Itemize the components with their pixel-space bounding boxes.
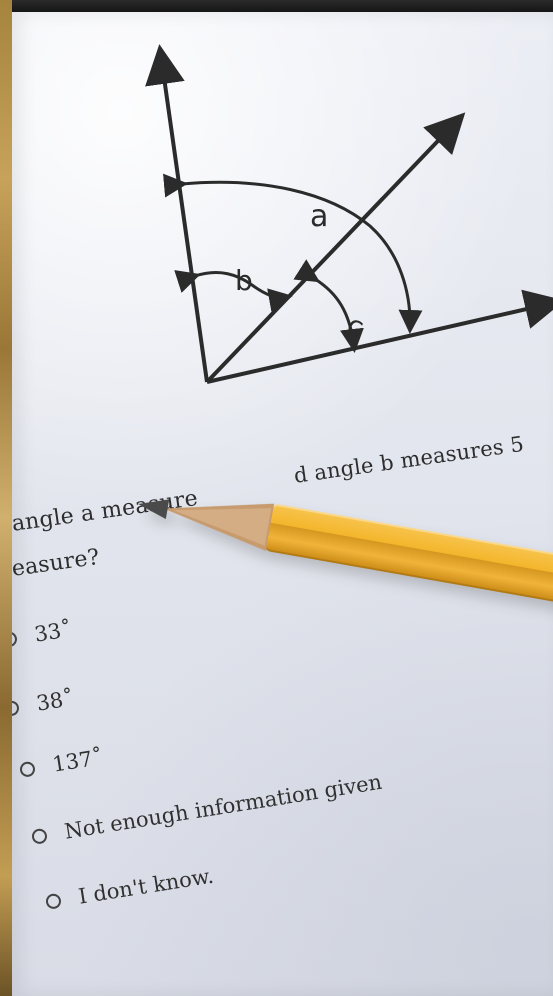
radio-button-icon[interactable] bbox=[44, 892, 62, 910]
angle-a-arc bbox=[163, 173, 423, 334]
radio-button-icon[interactable] bbox=[12, 699, 20, 717]
radio-button-icon[interactable] bbox=[18, 760, 36, 778]
diagonal-ray bbox=[205, 112, 466, 384]
vertical-ray bbox=[145, 44, 209, 383]
radio-button-icon[interactable] bbox=[12, 630, 18, 648]
pencil-lead-tip bbox=[136, 494, 170, 520]
horizontal-ray bbox=[206, 289, 553, 384]
radio-button-icon[interactable] bbox=[30, 827, 48, 845]
angle-a-label: a bbox=[310, 199, 328, 234]
worksheet-paper: a b c angle a measure easure? d angle b … bbox=[12, 12, 553, 996]
wooden-table-edge bbox=[0, 0, 12, 996]
angle-c-arc bbox=[293, 259, 364, 353]
angle-b-label: b bbox=[235, 264, 253, 297]
angle-b-arc bbox=[174, 270, 293, 313]
top-shadow-strip bbox=[0, 0, 553, 12]
angle-diagram: a b c bbox=[145, 44, 553, 384]
